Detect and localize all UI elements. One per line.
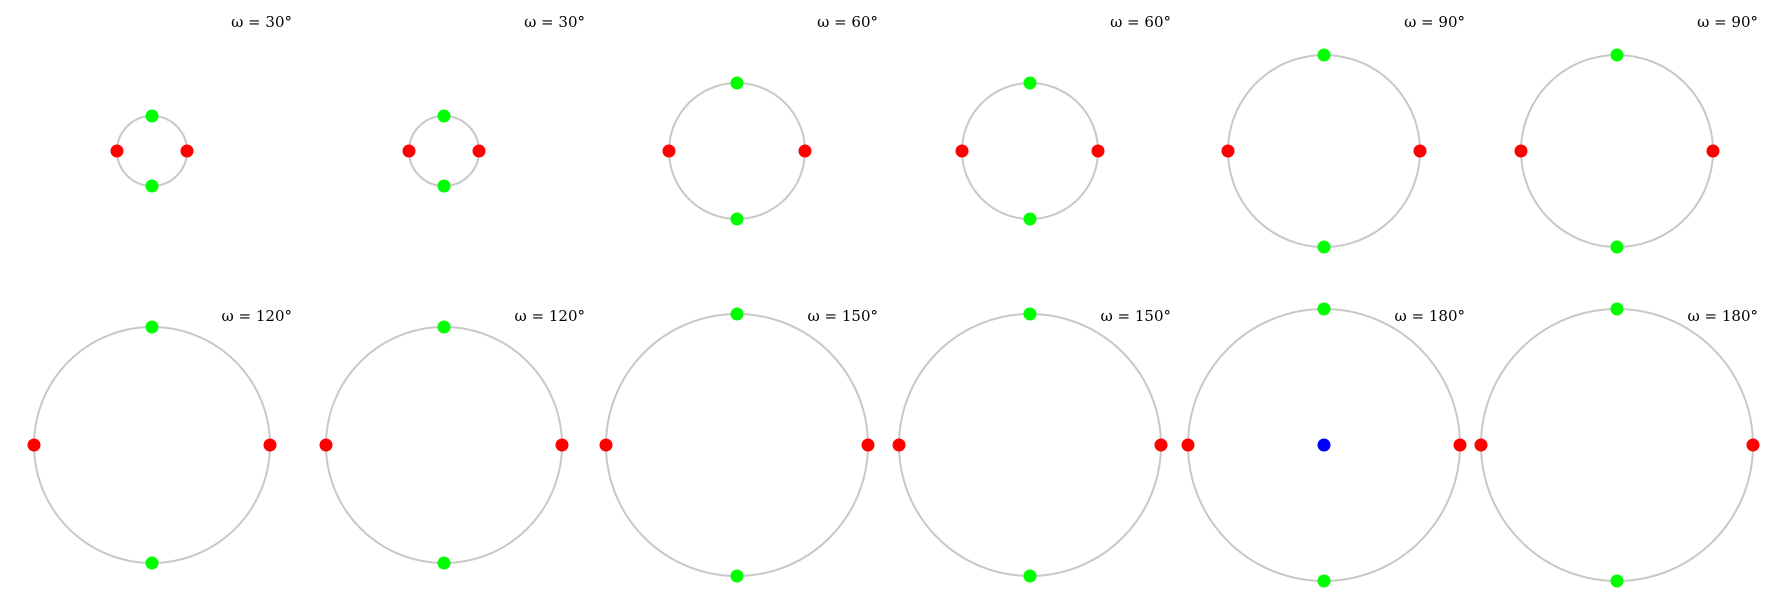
red-point-right	[1746, 438, 1760, 452]
red-point-left	[892, 438, 906, 452]
orbit-ring	[116, 115, 188, 187]
green-point-bottom	[437, 179, 451, 193]
green-point-top	[1317, 302, 1331, 316]
red-point-right	[180, 144, 194, 158]
orbit-ring	[33, 326, 271, 564]
red-point-right	[861, 438, 875, 452]
panel-omega-60-b: ω = 60°	[955, 13, 1171, 226]
orbit-ring	[408, 115, 480, 187]
panel-label: ω = 60°	[1110, 13, 1171, 31]
panel-omega-30-a: ω = 30°	[110, 13, 292, 193]
panel-omega-180-b: ω = 180°	[1474, 302, 1760, 588]
orbit-ring	[898, 313, 1162, 577]
red-point-left	[319, 438, 333, 452]
red-point-left	[599, 438, 613, 452]
green-point-top	[1023, 76, 1037, 90]
panel-omega-60-a: ω = 60°	[662, 13, 878, 226]
panel-omega-150-a: ω = 150°	[599, 307, 878, 583]
green-point-top	[1317, 48, 1331, 62]
green-point-bottom	[1023, 569, 1037, 583]
panel-omega-150-b: ω = 150°	[892, 307, 1171, 583]
orbit-ring	[961, 82, 1099, 220]
green-point-top	[1023, 307, 1037, 321]
green-point-bottom	[1610, 574, 1624, 588]
green-point-bottom	[1317, 240, 1331, 254]
panel-omega-120-a: ω = 120°	[27, 307, 292, 570]
green-point-top	[1610, 48, 1624, 62]
red-point-left	[27, 438, 41, 452]
panel-label: ω = 180°	[1688, 307, 1758, 325]
red-point-right	[555, 438, 569, 452]
panel-label: ω = 150°	[808, 307, 878, 325]
red-point-right	[472, 144, 486, 158]
red-point-left	[110, 144, 124, 158]
red-point-right	[1154, 438, 1168, 452]
green-point-bottom	[730, 569, 744, 583]
orbit-ring	[325, 326, 563, 564]
red-point-left	[1474, 438, 1488, 452]
red-point-right	[798, 144, 812, 158]
green-point-top	[145, 320, 159, 334]
green-point-bottom	[1610, 240, 1624, 254]
panel-label: ω = 30°	[524, 13, 585, 31]
panel-label: ω = 150°	[1101, 307, 1171, 325]
orbit-ring	[1480, 308, 1754, 582]
panel-label: ω = 180°	[1395, 307, 1465, 325]
green-point-top	[145, 109, 159, 123]
panel-omega-180-a: ω = 180°	[1181, 302, 1467, 588]
green-point-bottom	[1317, 574, 1331, 588]
orbit-ring	[605, 313, 869, 577]
red-point-left	[1221, 144, 1235, 158]
red-point-right	[1413, 144, 1427, 158]
orbit-ring	[1520, 54, 1714, 248]
green-point-bottom	[730, 212, 744, 226]
panel-omega-120-b: ω = 120°	[319, 307, 585, 570]
green-point-top	[437, 320, 451, 334]
panel-label: ω = 60°	[817, 13, 878, 31]
panel-label: ω = 30°	[231, 13, 292, 31]
red-point-right	[1706, 144, 1720, 158]
panel-omega-90-a: ω = 90°	[1221, 13, 1465, 254]
red-point-right	[1091, 144, 1105, 158]
green-point-bottom	[145, 556, 159, 570]
panel-omega-90-b: ω = 90°	[1514, 13, 1758, 254]
panel-label: ω = 90°	[1697, 13, 1758, 31]
panel-label: ω = 90°	[1404, 13, 1465, 31]
green-point-bottom	[1023, 212, 1037, 226]
red-point-left	[1181, 438, 1195, 452]
red-point-left	[1514, 144, 1528, 158]
red-point-right	[263, 438, 277, 452]
panel-label: ω = 120°	[515, 307, 585, 325]
panel-label: ω = 120°	[222, 307, 292, 325]
red-point-left	[662, 144, 676, 158]
green-point-top	[730, 76, 744, 90]
orbit-ring	[668, 82, 806, 220]
green-point-bottom	[145, 179, 159, 193]
red-point-right	[1453, 438, 1467, 452]
panel-omega-30-b: ω = 30°	[402, 13, 585, 193]
green-point-top	[437, 109, 451, 123]
red-point-left	[955, 144, 969, 158]
blue-point-center	[1317, 438, 1331, 452]
green-point-bottom	[437, 556, 451, 570]
red-point-left	[402, 144, 416, 158]
green-point-top	[1610, 302, 1624, 316]
green-point-top	[730, 307, 744, 321]
orbit-ring	[1227, 54, 1421, 248]
